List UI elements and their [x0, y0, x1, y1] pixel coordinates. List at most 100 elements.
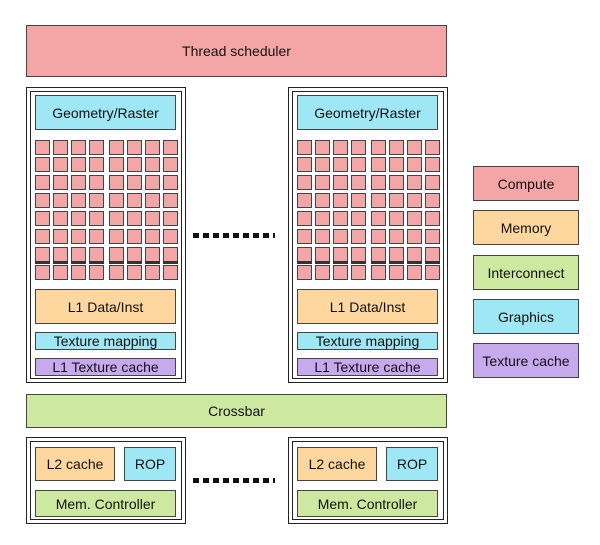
sm-left-l1-label: L1 Data/Inst	[67, 298, 144, 315]
compute-core	[407, 157, 422, 172]
core-row-separator	[145, 261, 160, 264]
compute-core	[425, 140, 440, 155]
compute-core	[425, 229, 440, 244]
compute-core	[371, 193, 386, 208]
sm-right-l1-data-inst: L1 Data/Inst	[297, 289, 438, 324]
compute-core	[407, 247, 422, 262]
crossbar-label: Crossbar	[208, 403, 265, 419]
compute-core	[351, 211, 366, 226]
sm-ellipsis	[193, 233, 275, 238]
compute-core	[71, 140, 86, 155]
compute-core	[297, 229, 312, 244]
compute-core	[315, 193, 330, 208]
partition-left-rop: ROP	[124, 447, 176, 481]
compute-core	[109, 193, 124, 208]
partition-left-rop-label: ROP	[134, 456, 166, 472]
partition-right-mem-controller: Mem. Controller	[297, 490, 438, 517]
compute-core	[53, 140, 68, 155]
compute-core	[163, 247, 178, 262]
compute-core	[89, 157, 104, 172]
core-row-separator	[371, 261, 386, 264]
compute-core	[333, 229, 348, 244]
core-row-separator	[89, 261, 104, 264]
compute-core	[425, 211, 440, 226]
compute-core	[71, 247, 86, 262]
compute-core	[407, 193, 422, 208]
compute-core	[71, 175, 86, 190]
sm-right-core-grid	[297, 140, 440, 282]
compute-core	[163, 175, 178, 190]
compute-core	[425, 247, 440, 262]
compute-core	[315, 140, 330, 155]
sm-left-core-grid	[35, 140, 178, 282]
compute-core	[53, 157, 68, 172]
sm-left-geometry-label: Geometry/Raster	[52, 104, 159, 121]
sm-right-l1-texture-cache: L1 Texture cache	[297, 358, 438, 376]
sm-left-texture-mapping: Texture mapping	[35, 332, 176, 350]
compute-core	[351, 157, 366, 172]
compute-core	[333, 265, 348, 280]
compute-core	[71, 229, 86, 244]
compute-core	[145, 265, 160, 280]
core-row-separator	[315, 261, 330, 264]
compute-core	[89, 247, 104, 262]
compute-core	[145, 175, 160, 190]
crossbar: Crossbar	[26, 394, 447, 428]
partition-left-mem-controller-label: Mem. Controller	[55, 495, 156, 512]
compute-core	[109, 140, 124, 155]
compute-core	[35, 157, 50, 172]
compute-core	[109, 175, 124, 190]
compute-core	[35, 211, 50, 226]
compute-core	[163, 229, 178, 244]
compute-core	[163, 193, 178, 208]
compute-core	[127, 265, 142, 280]
compute-core	[315, 175, 330, 190]
compute-core	[127, 193, 142, 208]
compute-core	[351, 175, 366, 190]
compute-core	[53, 265, 68, 280]
compute-core	[127, 247, 142, 262]
legend-texture-cache-label: Texture cache	[482, 352, 570, 369]
compute-core	[145, 211, 160, 226]
partition-right-rop-label: ROP	[396, 456, 428, 472]
sm-right-l1-texture-label: L1 Texture cache	[314, 359, 421, 375]
thread-scheduler-label: Thread scheduler	[182, 43, 291, 59]
compute-core	[351, 193, 366, 208]
sm-right-geometry-raster: Geometry/Raster	[297, 95, 438, 130]
compute-core	[407, 229, 422, 244]
compute-core	[333, 193, 348, 208]
core-row-separator	[389, 261, 404, 264]
compute-core	[89, 175, 104, 190]
compute-core	[71, 157, 86, 172]
compute-core	[71, 211, 86, 226]
compute-core	[89, 265, 104, 280]
sm-right-geometry-label: Geometry/Raster	[314, 104, 421, 121]
compute-core	[127, 229, 142, 244]
compute-core	[35, 265, 50, 280]
sm-left-texture-mapping-label: Texture mapping	[53, 333, 158, 349]
sm-left-l1-texture-label: L1 Texture cache	[52, 359, 159, 375]
compute-core	[109, 229, 124, 244]
compute-core	[389, 193, 404, 208]
compute-core	[297, 193, 312, 208]
partition-right-rop: ROP	[386, 447, 438, 481]
compute-core	[315, 247, 330, 262]
compute-core	[145, 140, 160, 155]
compute-core	[371, 140, 386, 155]
compute-core	[35, 175, 50, 190]
compute-core	[297, 175, 312, 190]
compute-core	[297, 211, 312, 226]
sm-right-texture-mapping-label: Texture mapping	[315, 333, 420, 349]
compute-core	[109, 247, 124, 262]
compute-core	[109, 211, 124, 226]
compute-core	[145, 157, 160, 172]
compute-core	[333, 140, 348, 155]
sm-right-texture-mapping: Texture mapping	[297, 332, 438, 350]
legend-interconnect: Interconnect	[473, 255, 579, 290]
legend-memory: Memory	[473, 210, 579, 245]
compute-core	[371, 229, 386, 244]
compute-core	[127, 157, 142, 172]
compute-core	[53, 247, 68, 262]
compute-core	[389, 157, 404, 172]
compute-core	[333, 157, 348, 172]
